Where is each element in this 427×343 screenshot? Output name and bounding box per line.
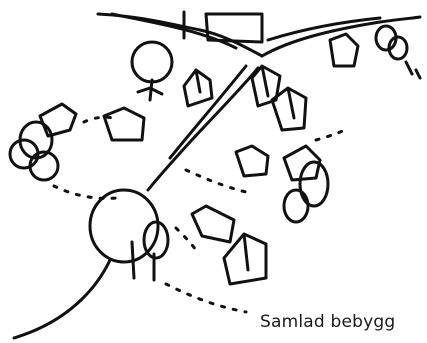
house-left-1	[40, 104, 76, 136]
house-road-2	[272, 88, 306, 130]
tree-top-right-dots	[406, 62, 420, 78]
house-top-right	[330, 34, 358, 66]
top-right-road-2	[268, 18, 380, 40]
bottom-road	[14, 260, 110, 338]
top-road-line	[98, 14, 262, 56]
tree-right-2	[284, 190, 308, 222]
house-bottom-1	[192, 206, 234, 242]
dotted-path-bottom-right	[176, 228, 196, 250]
house-road-1	[252, 66, 280, 106]
tree-top	[132, 42, 172, 82]
dotted-path-right	[316, 128, 348, 140]
house-center	[236, 146, 268, 176]
dotted-path-bottom	[166, 284, 246, 312]
top-road-line-2	[112, 14, 236, 48]
dotted-path-left	[84, 117, 112, 122]
caption: Samlad bebygg	[260, 312, 395, 332]
house-left-2	[104, 108, 144, 140]
tree-big-trunk	[132, 242, 134, 278]
dotted-path-center	[186, 170, 246, 192]
tree-right-1	[300, 162, 328, 206]
house-top-left	[184, 70, 212, 106]
